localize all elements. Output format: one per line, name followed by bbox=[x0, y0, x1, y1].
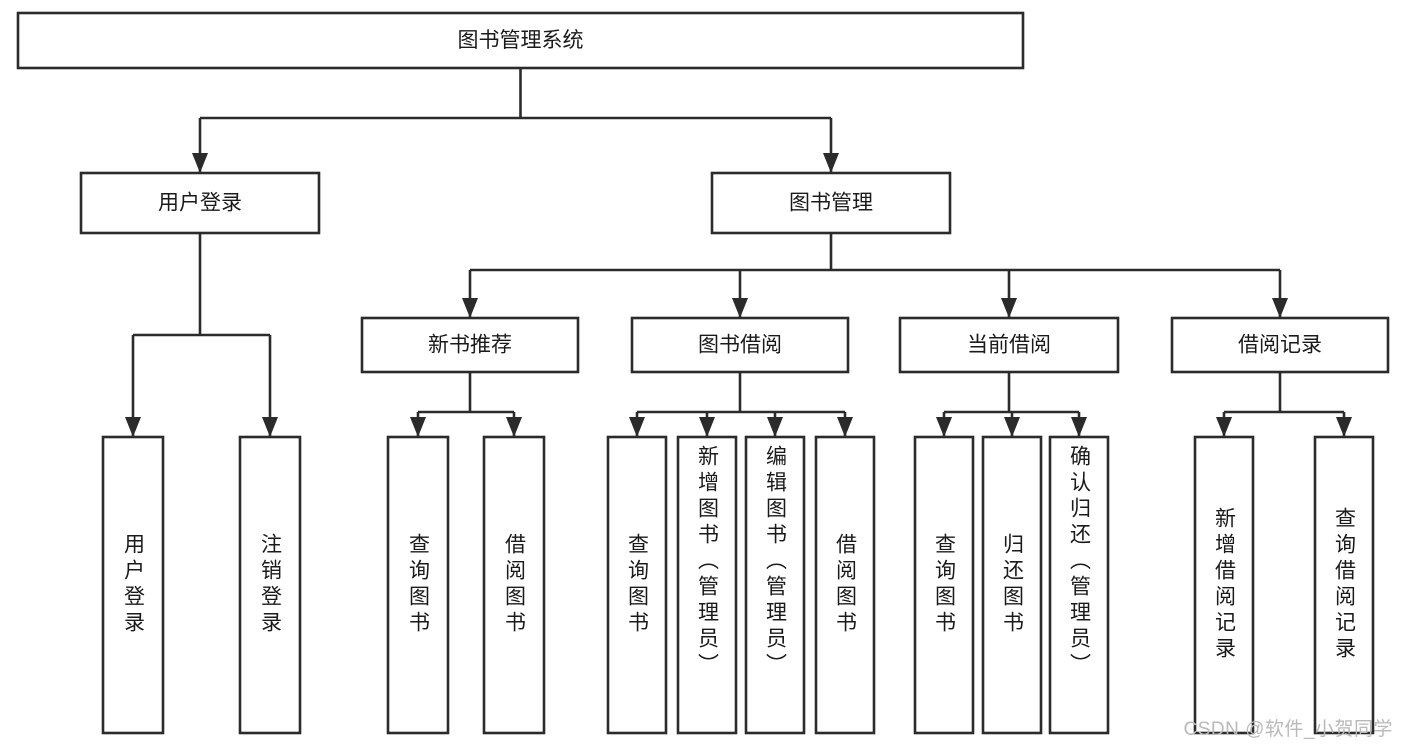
arrow-head-icon bbox=[192, 153, 208, 173]
root-node-node-e59bbee4b9a6e7aea1e79086e7b3bbe7bb9f[interactable]: 图书管理系统 bbox=[16, 11, 1025, 70]
arrow-head-icon bbox=[506, 417, 522, 437]
leaf-node-6-node-e7bc96e8be91e59bbee4b9a6efbc88e7aea1e79086e59198efbc89[interactable] bbox=[744, 435, 806, 735]
box-outline bbox=[16, 11, 1025, 70]
watermark: CSDN @软件_小贺同学 bbox=[1183, 719, 1393, 740]
arrow-head-icon bbox=[699, 417, 715, 437]
leaf-box-outline bbox=[386, 435, 450, 735]
leaf-node-5-node-e696b0e5a29ee59bbee4b9a6efbc88e7aea1e79086e59198efbc89[interactable] bbox=[676, 435, 738, 735]
node-label: 用户登录 bbox=[158, 192, 242, 215]
box-outline bbox=[630, 316, 850, 374]
arrow-head-icon bbox=[1336, 417, 1352, 437]
arrow-head-icon bbox=[1216, 417, 1232, 437]
leaf-node-3-node-e5809fe99885e59bbee4b9a6[interactable] bbox=[482, 435, 546, 735]
leaf-box-outline bbox=[1048, 435, 1110, 735]
leaf-box-outline bbox=[482, 435, 546, 735]
leaf-node-8-node-e69fa5e8afa2e59bbee4b9a6[interactable] bbox=[913, 435, 975, 735]
node-label: 新书推荐 bbox=[428, 334, 512, 357]
arrow-head-icon bbox=[936, 417, 952, 437]
arrow-head-icon bbox=[823, 153, 839, 173]
leaf-box-outline bbox=[744, 435, 806, 735]
arrow-head-icon bbox=[837, 417, 853, 437]
level3-node-e696b0e4b9a6e68ea8e88d90[interactable]: 新书推荐 bbox=[360, 316, 580, 374]
leaf-node-7-node-e5809fe99885e59bbee4b9a6[interactable] bbox=[814, 435, 876, 735]
level3-node-e5809fe99885e8aeb0e5bd95[interactable]: 借阅记录 bbox=[1170, 316, 1390, 374]
node-label: 当前借阅 bbox=[967, 334, 1051, 357]
node-label: 图书管理 bbox=[789, 192, 873, 215]
leaf-node-10-node-e7a1aee8aea4e5bd92e8bf98efbc88e7aea1e79086e59198efbc89[interactable] bbox=[1048, 435, 1110, 735]
node-label: 借阅记录 bbox=[1238, 334, 1322, 357]
node-label: 图书借阅 bbox=[698, 334, 782, 357]
level2-node-e794a8e688b7e799bbe5bd95[interactable]: 用户登录 bbox=[79, 171, 321, 235]
arrow-head-icon bbox=[732, 298, 748, 318]
leaf-node-9-node-e5bd92e8bf98e59bbee4b9a6[interactable] bbox=[981, 435, 1043, 735]
arrow-head-icon bbox=[410, 417, 426, 437]
leaf-node-12-node-e69fa5e8afa2e5809fe99885e8aeb0e5bd95[interactable] bbox=[1313, 435, 1375, 735]
leaf-node-11-node-e696b0e5a29ee5809fe99885e8aeb0e5bd95[interactable] bbox=[1193, 435, 1255, 735]
arrow-head-icon bbox=[462, 298, 478, 318]
level2-node-e59bbee4b9a6e7aea1e79086[interactable]: 图书管理 bbox=[710, 171, 952, 235]
level3-node-e5bd93e5898de5809fe99885[interactable]: 当前借阅 bbox=[898, 316, 1120, 374]
leaf-node-4-node-e69fa5e8afa2e59bbee4b9a6[interactable] bbox=[606, 435, 668, 735]
arrow-head-icon bbox=[1004, 417, 1020, 437]
arrow-head-icon bbox=[262, 417, 278, 437]
leaf-box-outline bbox=[1313, 435, 1375, 735]
leaf-box-outline bbox=[814, 435, 876, 735]
leaf-node-2-node-e69fa5e8afa2e59bbee4b9a6[interactable] bbox=[386, 435, 450, 735]
arrow-head-icon bbox=[1071, 417, 1087, 437]
box-outline bbox=[360, 316, 580, 374]
leaf-node-1-node-e6b3a8e99480e799bbe5bd95[interactable] bbox=[238, 435, 302, 735]
arrow-head-icon bbox=[629, 417, 645, 437]
leaf-box-outline bbox=[101, 435, 165, 735]
arrow-head-icon bbox=[767, 417, 783, 437]
box-outline bbox=[898, 316, 1120, 374]
leaf-box-outline bbox=[676, 435, 738, 735]
leaf-box-outline bbox=[981, 435, 1043, 735]
leaf-box-outline bbox=[913, 435, 975, 735]
leaf-box-outline bbox=[238, 435, 302, 735]
leaf-node-0-node-e794a8e688b7e799bbe5bd95[interactable] bbox=[101, 435, 165, 735]
arrow-head-icon bbox=[125, 417, 141, 437]
leaf-box-outline bbox=[1193, 435, 1255, 735]
node-label: 图书管理系统 bbox=[458, 29, 584, 52]
arrow-head-icon bbox=[1001, 298, 1017, 318]
leaf-box-outline bbox=[606, 435, 668, 735]
level3-node-e59bbee4b9a6e5809fe99885[interactable]: 图书借阅 bbox=[630, 316, 850, 374]
box-outline bbox=[710, 171, 952, 235]
arrow-head-icon bbox=[1272, 298, 1288, 318]
box-outline bbox=[1170, 316, 1390, 374]
